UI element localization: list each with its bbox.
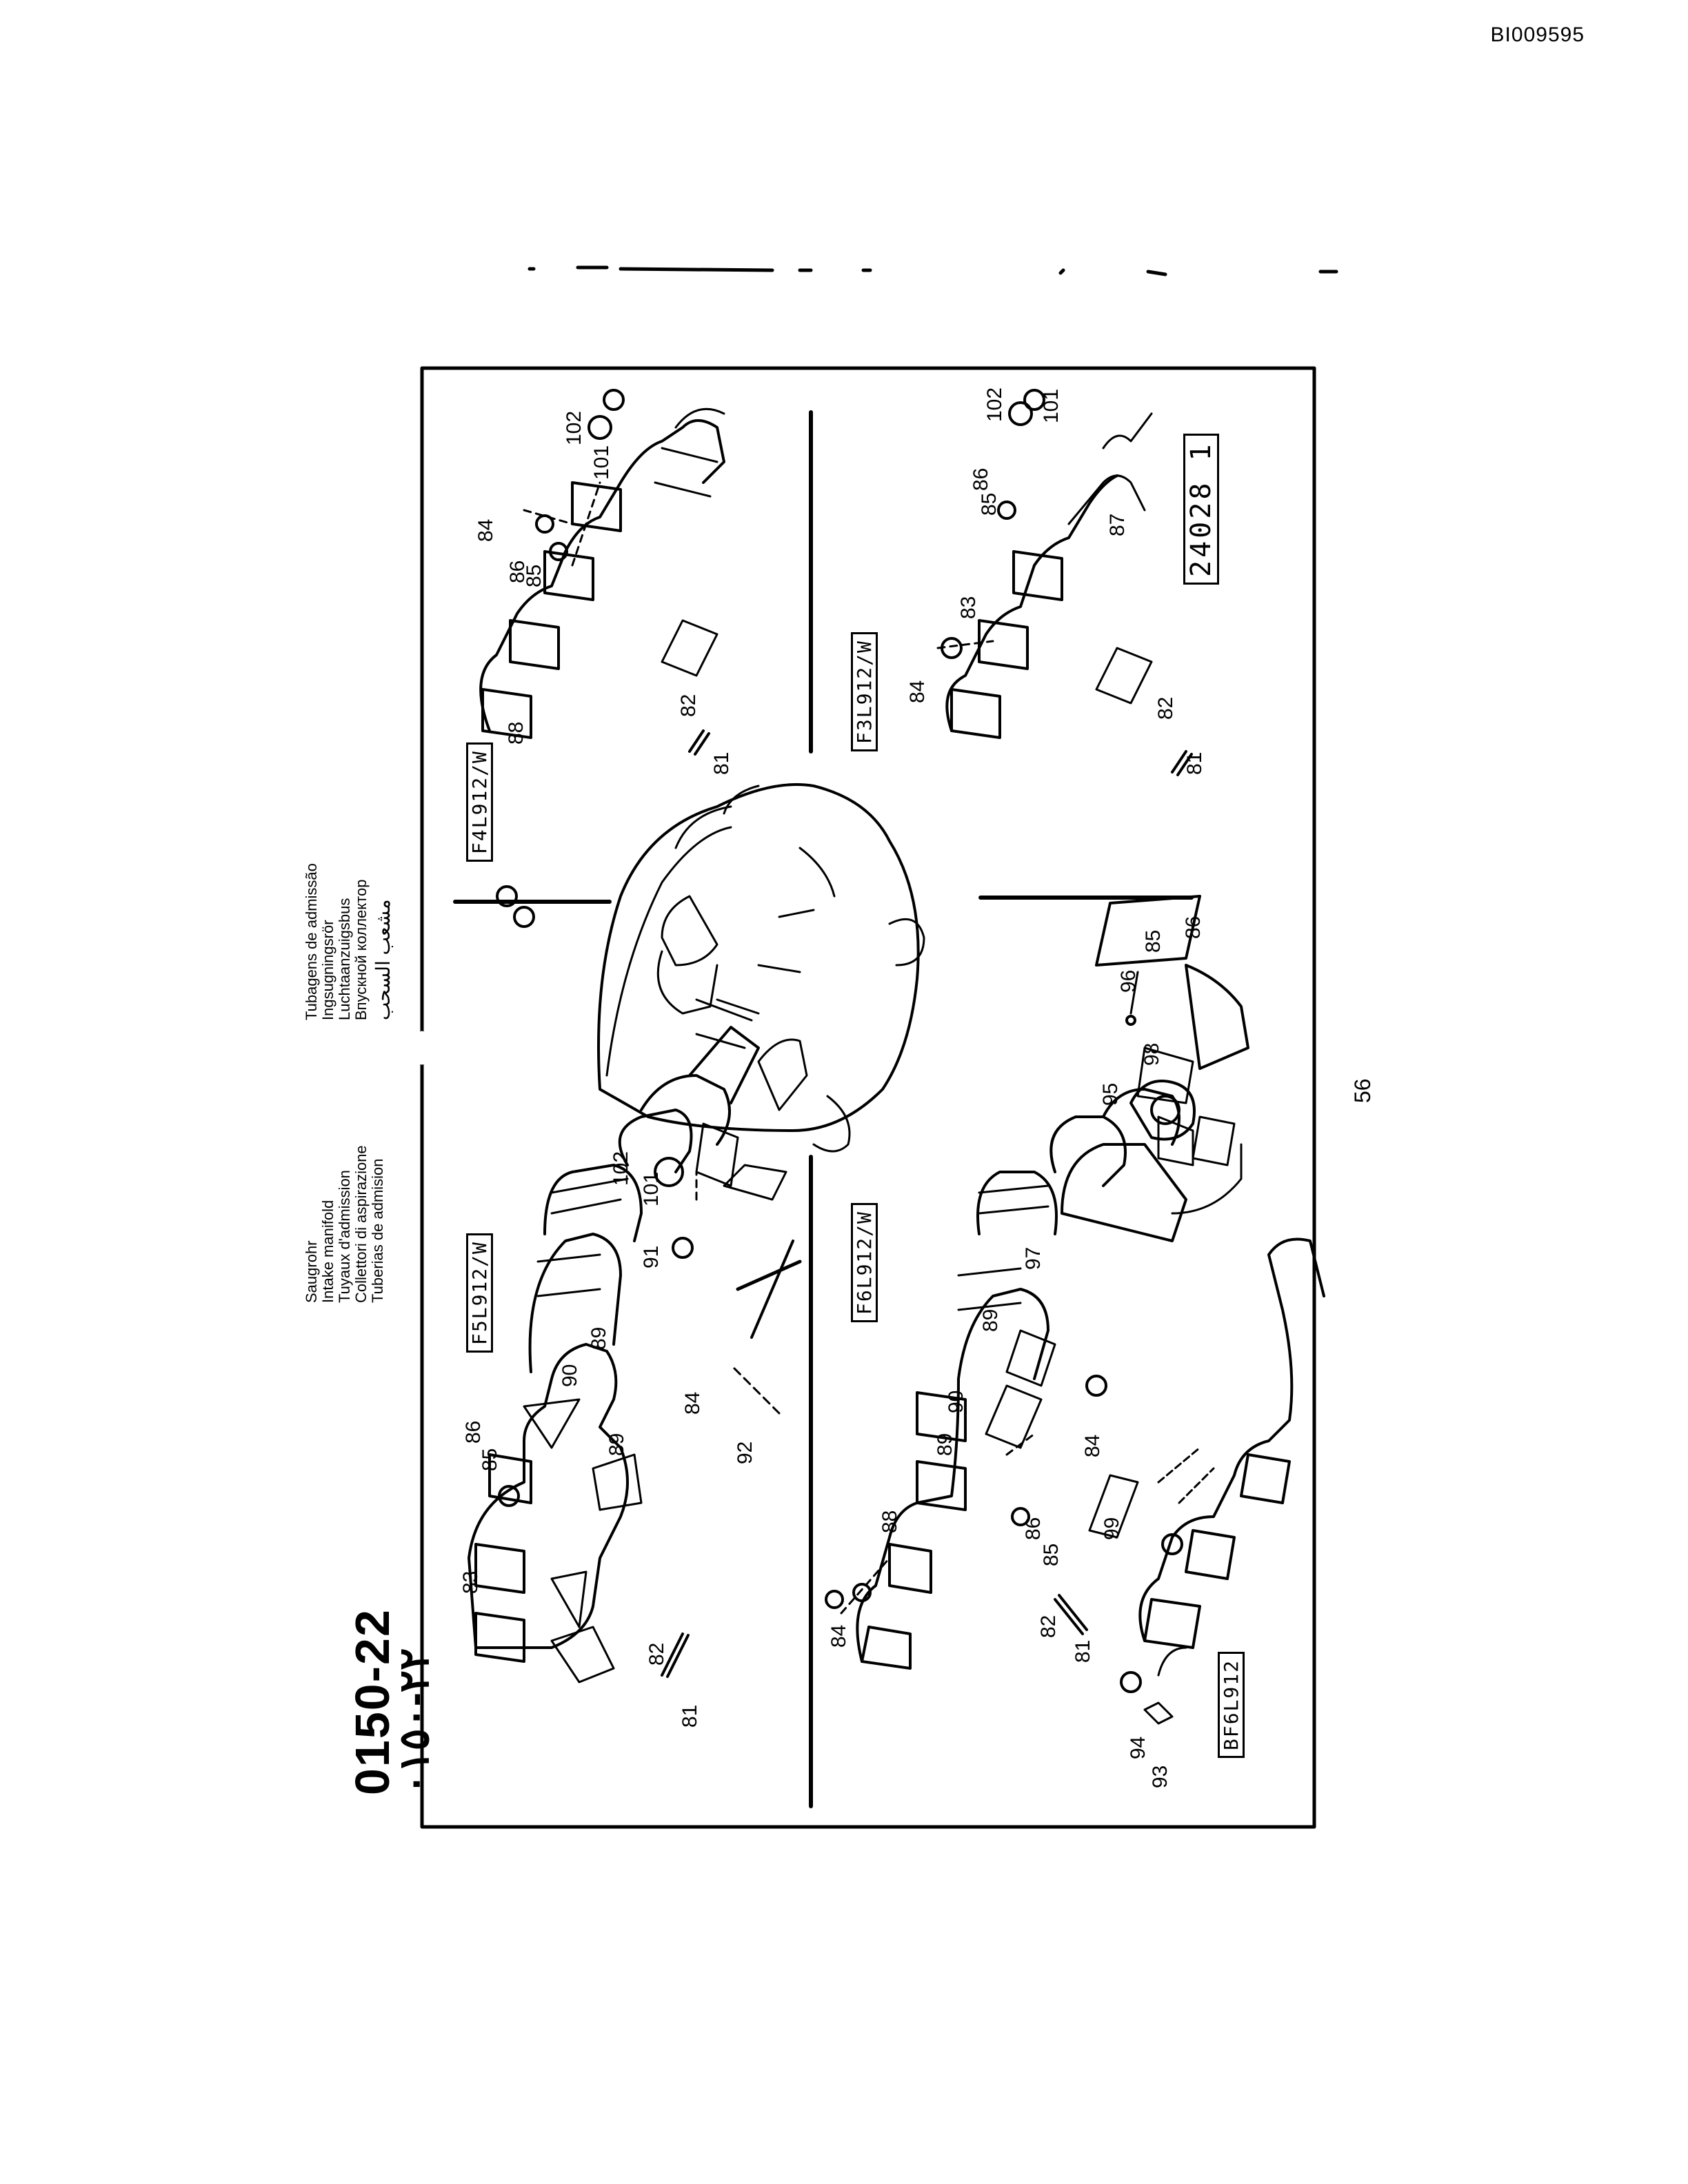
callout: 92 — [734, 1441, 756, 1464]
callout: 84 — [1081, 1434, 1104, 1457]
callout: 96 — [1117, 969, 1140, 993]
callout: 98 — [1141, 1042, 1163, 1066]
callout: 95 — [1099, 1082, 1122, 1106]
callout: 83 — [957, 596, 980, 619]
callout: 97 — [1022, 1246, 1045, 1270]
diagram-frame — [420, 366, 1316, 1829]
callout: 102 — [610, 1151, 632, 1186]
callout: 101 — [640, 1171, 663, 1206]
callout: 86 — [1022, 1517, 1045, 1540]
callout: 86 — [1182, 916, 1205, 939]
callout: 88 — [505, 721, 528, 745]
model-label-f3l912w: F3L912/W — [851, 632, 878, 751]
callout: 88 — [878, 1510, 901, 1533]
callout: 81 — [679, 1704, 701, 1728]
title-de: Saugrohr — [303, 1240, 320, 1303]
callout: 84 — [827, 1624, 850, 1648]
part-group-code-arabic: ٢٢-٠١٥٠ — [391, 1648, 437, 1795]
model-label-f6l912w: F6L912/W — [851, 1203, 878, 1322]
callout: 82 — [1037, 1615, 1060, 1638]
document-id: BI009595 — [1490, 23, 1585, 46]
f3-manifold-part — [936, 389, 1193, 776]
callout: 83 — [459, 1570, 482, 1594]
engine-block-part — [597, 783, 925, 1153]
callout: 93 — [1149, 1765, 1172, 1788]
callout: 81 — [1072, 1639, 1094, 1663]
callout: 89 — [587, 1326, 610, 1350]
callout: 81 — [1183, 751, 1206, 775]
callout: 86 — [506, 560, 529, 583]
title-ar: مشعب السحب — [372, 899, 394, 1020]
title-ru: Впускной коллектор — [352, 879, 370, 1020]
title-nl: Luchtaanzuigsbus — [336, 898, 353, 1020]
drawing-number: 24028 1 — [1183, 434, 1219, 585]
callout: 91 — [640, 1245, 663, 1268]
callout: 101 — [590, 445, 613, 480]
callout: 89 — [934, 1433, 956, 1456]
callout: 89 — [605, 1433, 628, 1456]
title-es: Tuberias de admision — [369, 1158, 386, 1303]
bf6-manifold-part — [1120, 1237, 1325, 1725]
callout: 82 — [1154, 696, 1177, 720]
callout: 90 — [559, 1364, 581, 1387]
callout: 94 — [1127, 1736, 1149, 1759]
callout: 101 — [1040, 388, 1063, 423]
callout: 85 — [1142, 929, 1165, 953]
callout: 86 — [969, 467, 992, 491]
callout: 82 — [677, 694, 700, 717]
callout: 84 — [474, 518, 497, 542]
model-label-f5l912w: F5L912/W — [466, 1233, 493, 1353]
model-label-f4l912w: F4L912/W — [466, 742, 493, 862]
callout: 89 — [979, 1308, 1002, 1332]
title-pt: Tubagens de admissão — [303, 863, 320, 1020]
title-fr: Tuyaux d'admission — [336, 1170, 353, 1303]
callout: 82 — [645, 1642, 668, 1666]
callout: 85 — [479, 1448, 501, 1471]
callout: 99 — [1101, 1517, 1123, 1540]
scan-artifact-lines — [528, 265, 1338, 276]
title-it: Collettori di aspirazione — [352, 1145, 370, 1303]
quadrant-dividers — [453, 410, 1194, 1808]
callout: 87 — [1106, 513, 1129, 536]
title-sv: Ingsugningsrör — [319, 920, 336, 1020]
callout: 81 — [710, 751, 733, 775]
title-en: Intake manifold — [319, 1200, 336, 1303]
elbow-and-gasket-parts — [1061, 895, 1249, 1242]
callout: 102 — [563, 410, 585, 445]
callout: 86 — [462, 1420, 485, 1444]
callout: 84 — [681, 1391, 704, 1415]
f6-manifold-part — [825, 1046, 1236, 1670]
f4-manifold-part — [479, 389, 725, 756]
callout: 102 — [983, 387, 1006, 422]
callout: 85 — [978, 492, 1001, 516]
f5-manifold-part — [468, 885, 808, 1684]
callout: 84 — [906, 680, 929, 703]
callout: 90 — [945, 1390, 967, 1413]
model-label-bf6l912: BF6L912 — [1218, 1651, 1245, 1758]
callout: 85 — [1040, 1543, 1063, 1566]
